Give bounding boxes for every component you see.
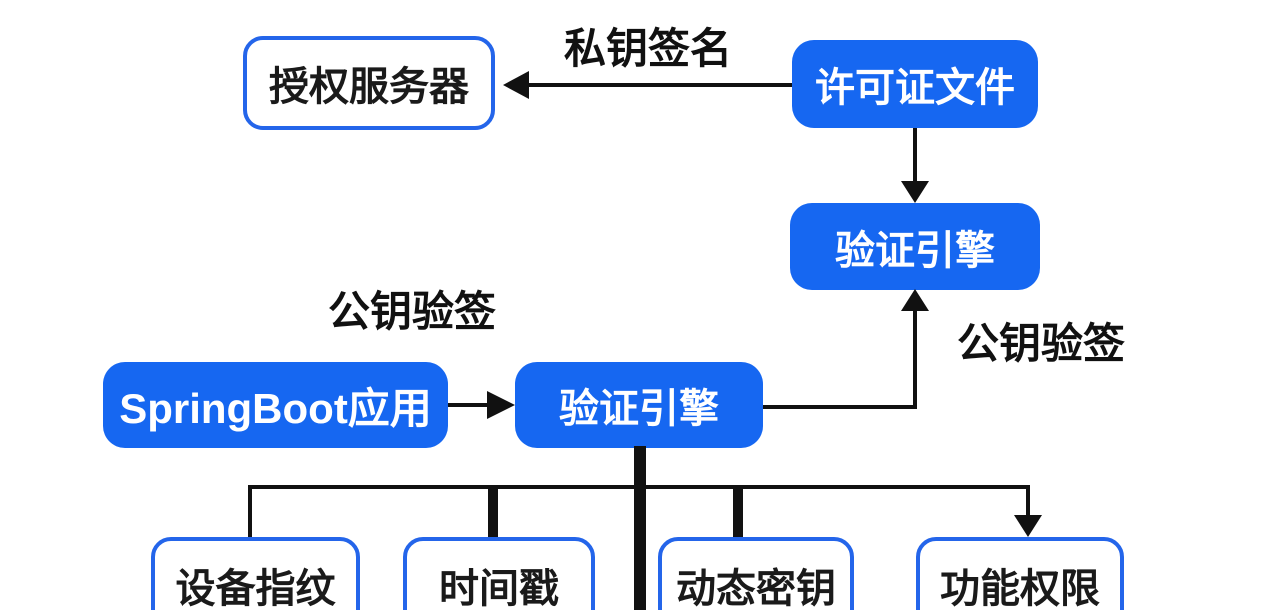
connector-springboot-to-verifymain: [448, 403, 490, 407]
node-dynamic-key: 动态密钥: [658, 537, 854, 610]
connector-drop-timestamp: [488, 485, 498, 537]
node-timestamp: 时间戳: [403, 537, 595, 610]
node-auth-server: 授权服务器: [243, 36, 495, 130]
connector-drop-device-fingerprint: [248, 485, 252, 537]
edge-label-public-key-verify-right: 公钥验签: [956, 320, 1125, 367]
arrowhead-down-icon: [1014, 515, 1042, 537]
edge-label-private-key-sign: 私钥签名: [563, 25, 732, 72]
connector-drop-feature-permission: [1026, 485, 1030, 518]
connector-license-to-verifytop: [913, 128, 917, 186]
connector-verifymain-elbow-vertical: [913, 310, 917, 409]
connector-branch-bar: [248, 485, 1030, 489]
arrowhead-right-icon: [487, 391, 515, 419]
arrowhead-down-icon: [901, 181, 929, 203]
edge-label-public-key-verify-left: 公钥验签: [327, 288, 496, 335]
node-verify-engine-top: 验证引擎: [790, 203, 1040, 290]
node-verify-engine-main: 验证引擎: [515, 362, 763, 448]
node-springboot-app: SpringBoot应用: [103, 362, 448, 448]
connector-license-to-authserver: [523, 83, 792, 87]
node-device-fingerprint: 设备指纹: [151, 537, 360, 610]
arrowhead-left-icon: [503, 71, 529, 99]
node-feature-permission: 功能权限: [916, 537, 1124, 610]
connector-verifymain-elbow-horizontal: [763, 405, 917, 409]
connector-drop-dynamic-key: [733, 485, 743, 537]
arrowhead-up-icon: [901, 289, 929, 311]
node-license-file: 许可证文件: [792, 40, 1038, 128]
connector-verifymain-trunk: [634, 446, 646, 610]
